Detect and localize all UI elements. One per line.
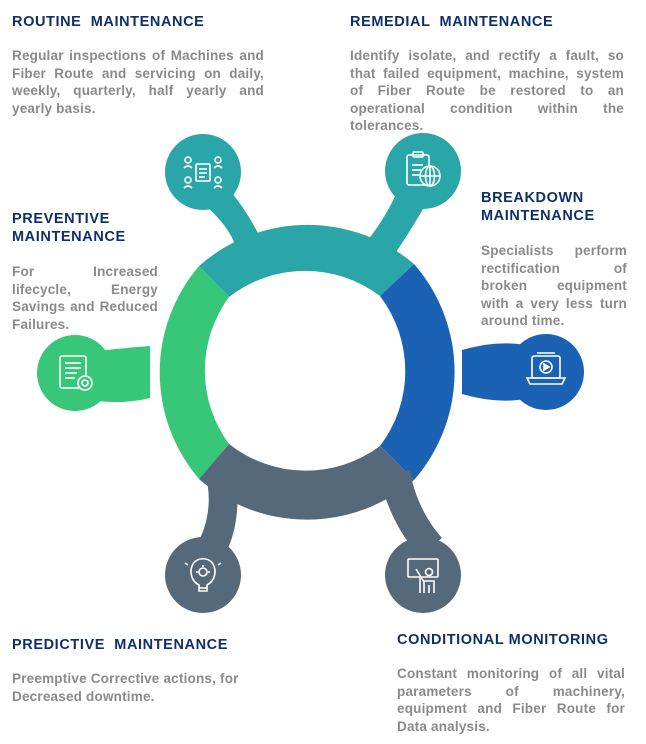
certificate-gear-icon	[59, 355, 93, 391]
remedial-maintenance-text: Identify isolate, and rectify a fault, s…	[350, 48, 624, 134]
ring-segment-green	[159, 266, 229, 479]
ring-segment-slate	[199, 444, 414, 520]
node-predictive	[165, 537, 241, 613]
remedial-maintenance-block: REMEDIAL MAINTENANCE Identify isolate, a…	[350, 13, 624, 135]
presenter-chart-icon	[407, 558, 439, 593]
clipboard-globe-icon	[406, 151, 441, 187]
breakdown-maintenance-block: BREAKDOWN MAINTENANCE Specialists perfor…	[481, 189, 627, 330]
conditional-monitoring-text: Constant monitoring of all vital paramet…	[397, 666, 625, 734]
conditional-monitoring-title: CONDITIONAL MONITORING	[397, 632, 609, 648]
laptop-video-icon	[525, 352, 567, 385]
conditional-monitoring-block: CONDITIONAL MONITORING Constant monitori…	[397, 631, 625, 735]
predictive-maintenance-block: PREDICTIVE MAINTENANCE Preemptive Correc…	[12, 636, 244, 705]
preventive-maintenance-text: For Increased lifecycle, Energy Savings …	[12, 264, 158, 332]
preventive-maintenance-title-line1: PREVENTIVE	[12, 211, 110, 227]
breakdown-maintenance-title-line1: BREAKDOWN	[481, 190, 584, 206]
team-document-icon	[183, 156, 223, 189]
arm-conditional	[380, 470, 442, 556]
routine-maintenance-text: Regular inspections of Machines and Fibe…	[12, 48, 264, 116]
routine-maintenance-title: ROUTINE MAINTENANCE	[12, 14, 205, 30]
routine-maintenance-block: ROUTINE MAINTENANCE Regular inspections …	[12, 13, 264, 117]
preventive-maintenance-block: PREVENTIVE MAINTENANCE For Increased lif…	[12, 210, 158, 333]
ring-segment-blue	[380, 264, 455, 480]
breakdown-maintenance-title-line2: MAINTENANCE	[481, 208, 595, 224]
lightbulb-head-icon	[184, 557, 222, 592]
predictive-maintenance-text: Preemptive Corrective actions, for Decre…	[12, 671, 239, 704]
remedial-maintenance-title: REMEDIAL MAINTENANCE	[350, 14, 554, 30]
predictive-maintenance-title: PREDICTIVE MAINTENANCE	[12, 637, 229, 653]
preventive-maintenance-title-line2: MAINTENANCE	[12, 229, 126, 245]
node-conditional	[385, 537, 461, 613]
node-routine	[165, 134, 241, 210]
node-breakdown	[508, 334, 584, 410]
breakdown-maintenance-text: Specialists perform rectification of bro…	[481, 243, 627, 329]
